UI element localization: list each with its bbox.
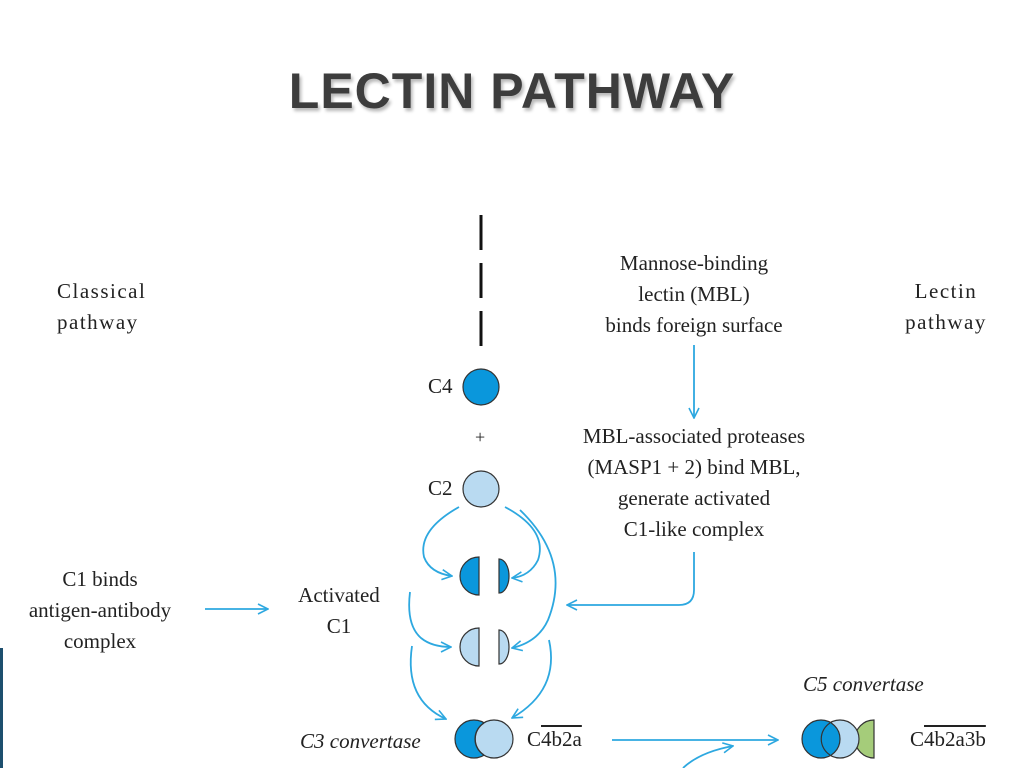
c1-line1: C1 binds	[62, 567, 138, 591]
activated-c1-line2: C1	[326, 614, 352, 638]
activated-c1-text: Activated C1	[283, 580, 395, 642]
masp-line1: MBL-associated proteases	[582, 424, 806, 448]
right-lower-arc-arrow	[512, 639, 552, 718]
activated-left-arc-arrow	[408, 591, 451, 647]
activated-c1-line1: Activated	[298, 583, 380, 607]
mbl-line3: binds foreign surface	[605, 313, 783, 337]
lectin-label-line2: pathway	[905, 310, 987, 334]
c3-convertase-label: C3 convertase	[300, 729, 421, 753]
c1-binds-text: C1 binds antigen-antibody complex	[12, 564, 188, 657]
c3-convertase-formula: C4b2a	[527, 724, 582, 755]
mbl-binding-text: Mannose-binding lectin (MBL) binds forei…	[574, 248, 814, 341]
c2-circle	[462, 470, 500, 508]
c1-line3: complex	[63, 629, 137, 653]
c2-cleaved-pair	[459, 627, 510, 667]
masp-line4: C1-like complex	[623, 517, 765, 541]
masp-line2: (MASP1 + 2) bind MBL,	[587, 455, 801, 479]
mbl-line2: lectin (MBL)	[638, 282, 750, 306]
c3b-incoming-arrow	[682, 746, 733, 768]
c2-label: C2	[428, 476, 453, 500]
classical-label-line1: Classical	[57, 279, 147, 303]
mbl-line1: Mannose-binding	[619, 251, 769, 275]
c4-label: C4	[428, 374, 453, 398]
c4-cleaved-pair	[459, 556, 510, 596]
c3-formula-over: 4b2a	[541, 727, 582, 751]
slide-title: LECTIN PATHWAY	[288, 63, 736, 119]
c5-convertase-formula: C4b2a3b	[910, 724, 986, 755]
pathway-arrows	[205, 345, 778, 768]
c5-formula-prefix: C	[910, 727, 925, 751]
c4-circle	[462, 368, 500, 406]
c3-convertase-glyph	[454, 719, 514, 759]
c3-formula-prefix: C	[527, 727, 542, 751]
c4-cleavage-left-arrow	[422, 506, 460, 576]
lectin-label-line1: Lectin	[914, 279, 978, 303]
c5-convertase-label: C5 convertase	[803, 672, 924, 696]
lectin-pathway-label: Lectin pathway	[888, 276, 1004, 338]
masp-text: MBL-associated proteases (MASP1 + 2) bin…	[559, 421, 829, 545]
classical-pathway-label: Classical pathway	[57, 276, 146, 338]
slide-edge-bar	[0, 648, 3, 768]
c5-formula-over: 4b2a3b	[924, 727, 986, 751]
right-long-arc-arrow	[512, 509, 557, 648]
classical-label-line2: pathway	[57, 310, 139, 334]
plus-sign: +	[475, 427, 486, 447]
c4-cleavage-right-arrow	[504, 506, 541, 578]
c5-convertase-glyph	[801, 719, 875, 759]
masp-line3: generate activated	[617, 486, 771, 510]
masp-to-complex-arrow	[567, 552, 695, 605]
c1-line2: antigen-antibody	[28, 598, 172, 622]
left-outer-arc-arrow	[409, 645, 446, 719]
